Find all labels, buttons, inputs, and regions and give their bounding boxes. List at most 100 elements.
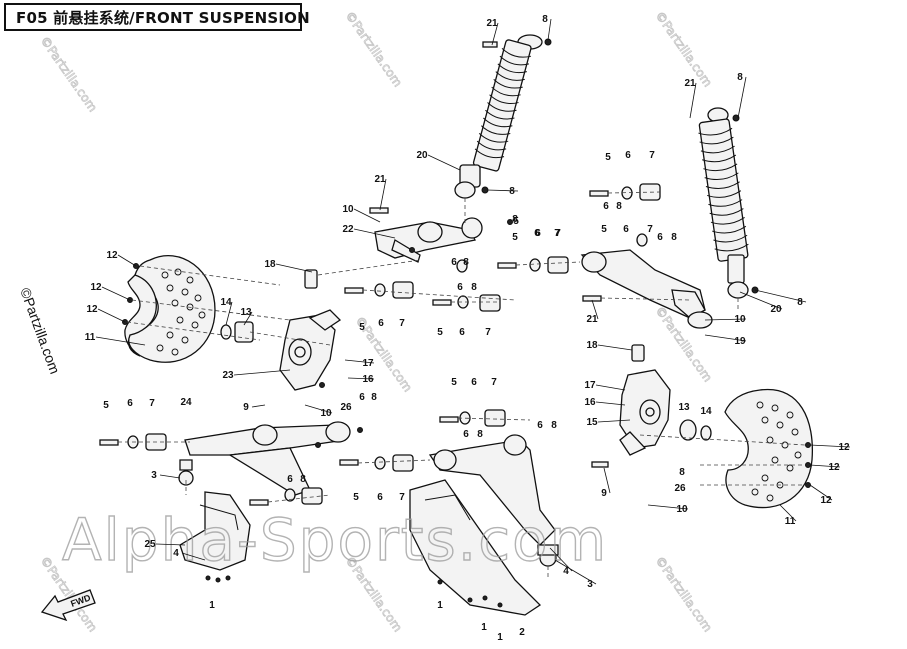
- callout-c7i: 7: [647, 224, 653, 235]
- leader-line-c21a: [491, 22, 499, 46]
- callout-c3b: 3: [587, 579, 593, 590]
- callout-c5e: 5: [353, 492, 359, 503]
- leader-line-c12b: [101, 286, 131, 301]
- callout-c7a: 7: [554, 228, 560, 239]
- callout-c6m: 6: [471, 377, 477, 388]
- callout-c5g: 5: [513, 216, 519, 227]
- left-lower-a-arm: [178, 421, 351, 496]
- right-steering-knuckle: [619, 369, 671, 456]
- leader-line-c13a: [243, 311, 253, 326]
- callout-c5d: 5: [103, 400, 109, 411]
- callout-c12e: 12: [828, 462, 840, 473]
- leader-line-c20a: [427, 154, 461, 171]
- callout-c8b: 8: [509, 186, 515, 197]
- leader-line-c3b: [554, 559, 597, 585]
- callout-c1c: 1: [481, 622, 487, 633]
- leader-line-c11a: [95, 336, 146, 346]
- callout-c16a: 16: [362, 374, 374, 385]
- callout-c12d: 12: [838, 442, 850, 453]
- callout-c7f: 7: [649, 150, 655, 161]
- callout-c7d: 7: [149, 398, 155, 409]
- callout-c8f: 8: [300, 474, 306, 485]
- callout-c18a: 18: [264, 259, 276, 270]
- leader-line-c8a: [547, 18, 552, 41]
- leader-line-c12c: [97, 308, 126, 323]
- callout-c8i: 8: [671, 232, 677, 243]
- leader-line-c12d: [809, 444, 851, 448]
- leader-line-c16a: [347, 377, 375, 380]
- callout-c24: 24: [180, 397, 192, 408]
- callout-c26b: 26: [674, 483, 686, 494]
- leader-line-c4b: [549, 547, 573, 572]
- leader-line-c18b: [597, 344, 633, 351]
- callout-c5c: 5: [437, 327, 443, 338]
- right-lower-a-arm: [428, 434, 557, 567]
- callout-c21d: 21: [586, 314, 598, 325]
- callout-c8m: 8: [551, 420, 557, 431]
- leader-line-c11b: [779, 504, 797, 522]
- callout-c10d: 10: [676, 504, 688, 515]
- callout-c6n: 6: [463, 429, 469, 440]
- leader-line-c14a: [225, 301, 233, 326]
- callout-c8j: 8: [797, 297, 803, 308]
- leader-line-c12f: [809, 484, 833, 501]
- callout-c12a: 12: [106, 250, 118, 261]
- callout-c6p: 6: [623, 224, 629, 235]
- leader-line-c21d: [591, 299, 599, 320]
- callout-c22: 22: [342, 224, 354, 235]
- callout-c12c: 12: [86, 304, 98, 315]
- callout-c10a: 10: [342, 204, 354, 215]
- leader-line-c17a: [344, 359, 375, 364]
- leader-line-c21b: [379, 178, 387, 211]
- leader-line-c9a: [251, 404, 266, 408]
- leader-line-c12e: [809, 464, 841, 468]
- callout-c5b: 5: [359, 322, 365, 333]
- callout-c20b: 20: [770, 304, 782, 315]
- callout-c8k: 8: [679, 467, 685, 478]
- page-title: F05 前悬挂系统/FRONT SUSPENSION: [16, 8, 310, 27]
- callout-c9a: 9: [243, 402, 249, 413]
- leader-line-c17b: [595, 384, 626, 391]
- callout-c21a: 21: [486, 18, 498, 29]
- right-a-arm-guard: [409, 479, 542, 616]
- callout-c1b: 1: [437, 600, 443, 611]
- leader-line-c9b: [603, 467, 611, 494]
- callout-c23: 23: [222, 370, 234, 381]
- callout-c14b: 14: [700, 406, 712, 417]
- leader-line-c8b: [486, 189, 519, 192]
- forward-direction-arrow: FWD: [40, 589, 96, 622]
- leader-line-c18a: [275, 263, 313, 273]
- callout-c3a: 3: [151, 470, 157, 481]
- callout-c15: 15: [586, 417, 598, 428]
- callout-c17b: 17: [584, 380, 596, 391]
- leader-line-c20b: [739, 291, 783, 310]
- callout-c12b: 12: [90, 282, 102, 293]
- callout-c9b: 9: [601, 488, 607, 499]
- leader-line-c19: [704, 334, 747, 342]
- leader-line-c10c: [704, 318, 747, 321]
- callout-c8l: 8: [477, 429, 483, 440]
- callout-c7b: 7: [399, 318, 405, 329]
- callout-c4b: 4: [563, 566, 569, 577]
- callout-c25: 25: [144, 539, 156, 550]
- leader-line-c8g: [737, 76, 747, 119]
- callout-c6q: 6: [451, 257, 457, 268]
- watermark-corner-2: ©Partzilla.com: [343, 9, 405, 90]
- callout-c21b: 21: [374, 174, 386, 185]
- callout-c5f: 5: [605, 152, 611, 163]
- leader-line-c4a: [181, 552, 206, 561]
- callout-c7g: 7: [555, 228, 561, 239]
- callout-c8a: 8: [542, 14, 548, 25]
- watermark-corner-8: ©Partzilla.com: [653, 554, 715, 635]
- callout-c26a: 26: [340, 402, 352, 413]
- alpha-sports-watermark: Alpha-Sports.com: [62, 506, 608, 574]
- callout-c5i: 5: [601, 224, 607, 235]
- callout-c7c: 7: [485, 327, 491, 338]
- leader-line-c8j: [754, 289, 807, 303]
- callout-c6o: 6: [537, 420, 543, 431]
- callout-c21c: 21: [684, 78, 696, 89]
- leader-line-c15: [597, 419, 631, 423]
- leader-line-c12a: [117, 254, 137, 267]
